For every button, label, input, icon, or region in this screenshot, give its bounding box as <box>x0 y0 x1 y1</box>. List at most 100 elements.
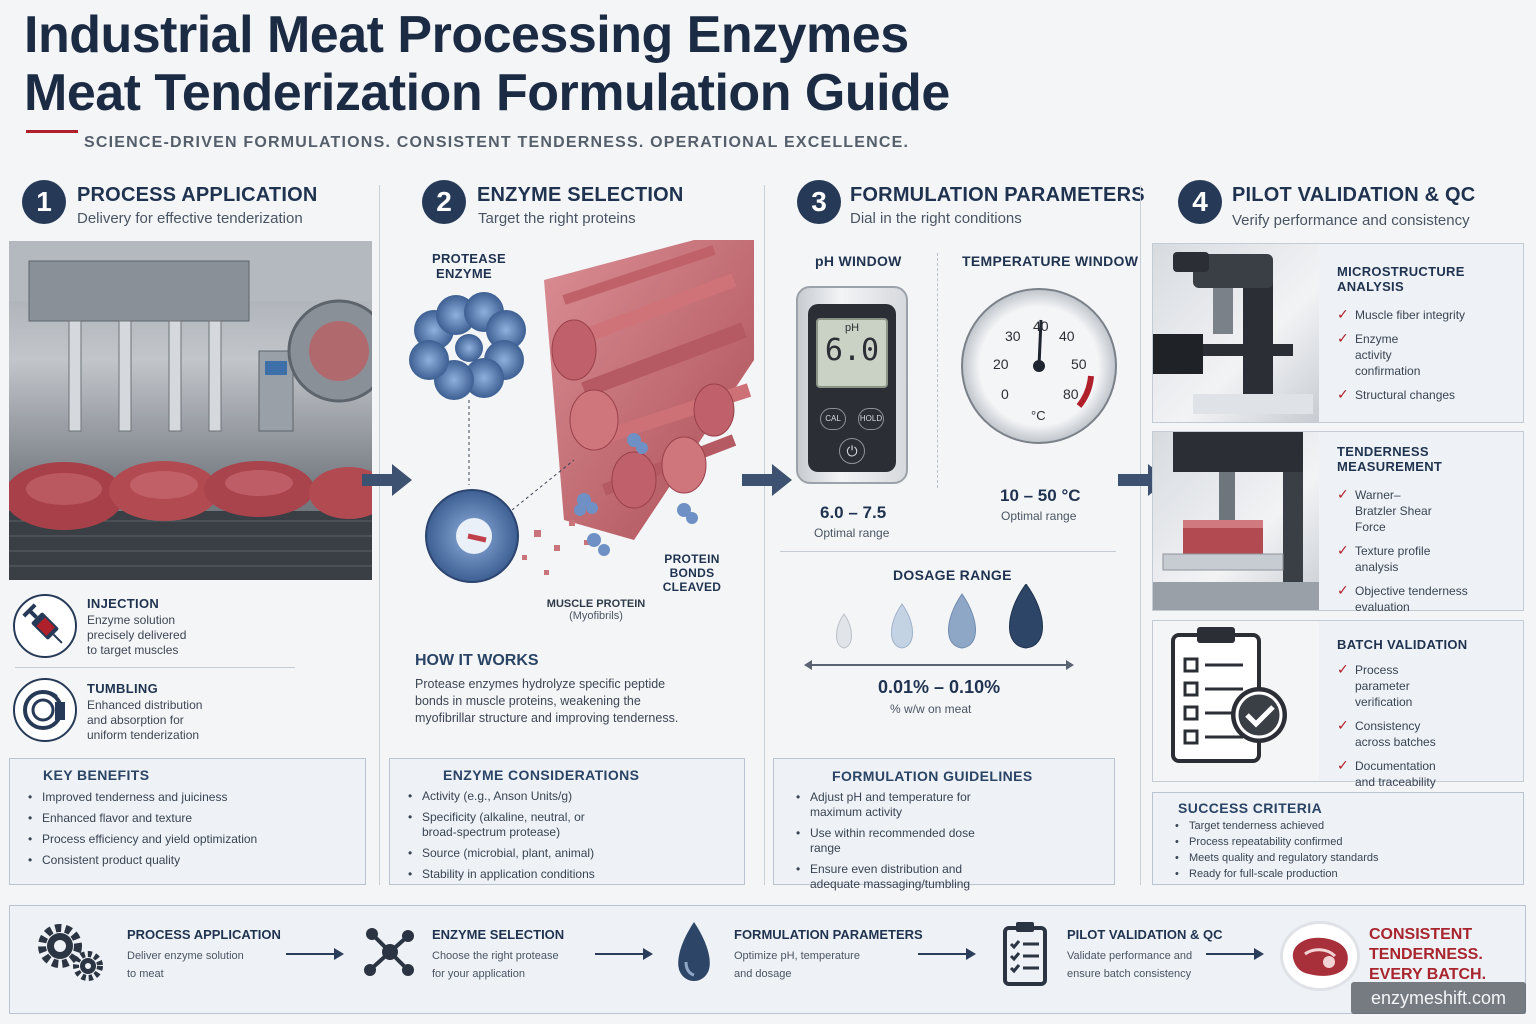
list-item: Specificity (alkaline, neutral, or broad… <box>408 810 608 840</box>
flow-step-title: PILOT VALIDATION & QC <box>1067 927 1223 942</box>
batch-validation-checklist: Process parameter verification Consisten… <box>1337 661 1467 798</box>
injection-machine-image <box>9 241 372 580</box>
step-3-subtitle: Dial in the right conditions <box>850 210 1022 227</box>
list-item: Enhanced flavor and texture <box>28 811 257 826</box>
flow-arrow-icon <box>595 948 653 960</box>
temperature-range-value: 10 – 50 °C <box>1000 486 1081 505</box>
gauge-tick: 80 <box>1063 386 1079 402</box>
batch-validation-card: BATCH VALIDATION Process parameter verif… <box>1152 620 1524 789</box>
list-item: Documentation and traceability <box>1337 757 1437 790</box>
gauge-unit: °C <box>1031 408 1046 423</box>
step-2-subtitle: Target the right proteins <box>478 210 636 227</box>
page-subtitle: SCIENCE-DRIVEN FORMULATIONS. CONSISTENT … <box>84 134 910 151</box>
flow-arrow-icon <box>918 948 976 960</box>
dosage-range-bar <box>804 660 1074 670</box>
tumbling-description: Enhanced distribution and absorption for… <box>87 698 203 742</box>
list-item: Ensure even distribution and adequate ma… <box>796 862 986 892</box>
step-2-badge: 2 <box>422 180 466 224</box>
gauge-tick: 40 <box>1059 328 1075 344</box>
card-title: BATCH VALIDATION <box>1337 637 1468 652</box>
formulation-guidelines-title: FORMULATION GUIDELINES <box>832 768 1033 784</box>
step-3-badge: 3 <box>797 180 841 224</box>
list-item: Process efficiency and yield optimizatio… <box>28 832 257 847</box>
key-benefits-title: KEY BENEFITS <box>43 767 150 783</box>
cal-button[interactable]: CAL <box>820 408 846 430</box>
step-arrow-icon <box>742 462 794 503</box>
flow-step-title: ENZYME SELECTION <box>432 927 565 942</box>
step-4-subtitle: Verify performance and consistency <box>1232 212 1470 229</box>
tumbler-icon <box>13 678 77 742</box>
card-title: MICROSTRUCTURE ANALYSIS <box>1337 264 1465 294</box>
success-criteria-list: Target tenderness achieved Process repea… <box>1175 820 1379 884</box>
temperature-range-label: Optimal range <box>1001 509 1077 523</box>
enzyme-considerations-panel: ENZYME CONSIDERATIONS Activity (e.g., An… <box>389 758 745 885</box>
microstructure-checklist: Muscle fiber integrity Enzyme activity c… <box>1337 306 1507 411</box>
enzyme-illustration <box>394 240 754 640</box>
column-divider <box>379 185 380 885</box>
key-benefits-panel: KEY BENEFITS Improved tenderness and jui… <box>9 758 366 885</box>
step-4-badge: 4 <box>1178 180 1222 224</box>
injection-title: INJECTION <box>87 596 160 611</box>
step-arrow-icon <box>362 462 414 503</box>
step-1-title: PROCESS APPLICATION <box>77 184 318 206</box>
muscle-protein-label: MUSCLE PROTEIN (Myofibrils) <box>546 598 646 622</box>
divider <box>15 667 295 668</box>
how-it-works-text: Protease enzymes hydrolyze specific pept… <box>415 677 679 725</box>
hold-button[interactable]: HOLD <box>858 408 884 430</box>
formulation-guidelines-panel: FORMULATION GUIDELINES Adjust pH and tem… <box>773 758 1115 891</box>
ph-screen-label: pH <box>844 322 860 334</box>
gauge-tick: 20 <box>993 356 1009 372</box>
step-1-badge: 1 <box>22 180 66 224</box>
step-1-subtitle: Delivery for effective tenderization <box>77 210 303 227</box>
gears-icon <box>34 920 108 989</box>
success-criteria-title: SUCCESS CRITERIA <box>1178 800 1323 816</box>
list-item: Target tenderness achieved <box>1175 820 1379 833</box>
success-criteria-panel: SUCCESS CRITERIA Target tenderness achie… <box>1152 792 1524 885</box>
column-divider <box>1140 185 1141 885</box>
tumbling-title: TUMBLING <box>87 681 158 696</box>
ph-meter: pH 6.0 CAL HOLD ⏻ <box>796 286 908 484</box>
temperature-window-title: TEMPERATURE WINDOW <box>962 253 1139 269</box>
power-icon[interactable]: ⏻ <box>839 438 865 464</box>
flow-step-title: FORMULATION PARAMETERS <box>734 927 923 942</box>
shear-tester-icon <box>1153 432 1319 610</box>
list-item: Consistency across batches <box>1337 717 1457 750</box>
ph-range-value: 6.0 – 7.5 <box>820 503 887 522</box>
how-it-works-title: HOW IT WORKS <box>415 652 539 669</box>
microstructure-card: MICROSTRUCTURE ANALYSIS Muscle fiber int… <box>1152 243 1524 423</box>
step-4-title: PILOT VALIDATION & QC <box>1232 184 1476 206</box>
list-item: Adjust pH and temperature for maximum ac… <box>796 790 986 820</box>
card-title: TENDERNESS MEASUREMENT <box>1337 444 1443 474</box>
step-2-title: ENZYME SELECTION <box>477 184 684 206</box>
list-item: Activity (e.g., Anson Units/g) <box>408 789 608 804</box>
ph-reading: 6.0 <box>824 333 880 368</box>
dosage-range-title: DOSAGE RANGE <box>893 567 1012 583</box>
tenderness-card: TENDERNESS MEASUREMENT Warner–Bratzler S… <box>1152 431 1524 614</box>
protease-label: PROTEASE ENZYME <box>432 251 506 281</box>
list-item: Source (microbial, plant, animal) <box>408 846 608 861</box>
list-item: Stability in application conditions <box>408 867 608 882</box>
list-item: Warner–Bratzler Shear Force <box>1337 486 1437 535</box>
list-item: Enzyme activity confirmation <box>1337 330 1427 379</box>
temperature-gauge: 30 40 40 20 50 0 80 °C <box>961 288 1117 444</box>
dosage-drops-icon <box>826 583 1056 654</box>
dosage-range-value: 0.01% – 0.10% <box>878 677 1001 697</box>
divider <box>780 551 1116 552</box>
dosage-unit-label: % w/w on meat <box>890 702 972 716</box>
checklist-clipboard-icon <box>1153 621 1319 781</box>
list-item: Objective tenderness evaluation <box>1337 582 1477 615</box>
clipboard-icon <box>1002 920 1048 991</box>
tenderness-checklist: Warner–Bratzler Shear Force Texture prof… <box>1337 486 1477 623</box>
list-item: Meets quality and regulatory standards <box>1175 852 1379 865</box>
list-item: Process parameter verification <box>1337 661 1447 710</box>
gauge-tick: 30 <box>1005 328 1021 344</box>
title-line-1: Industrial Meat Processing Enzymes <box>24 6 909 64</box>
protein-bonds-label: PROTEIN BONDS CLEAVED <box>662 552 722 594</box>
injection-description: Enzyme solution precisely delivered to t… <box>87 613 187 657</box>
list-item: Muscle fiber integrity <box>1337 306 1507 323</box>
flow-arrow-icon <box>286 948 344 960</box>
page-title: Industrial Meat Processing Enzymes Meat … <box>24 6 950 122</box>
molecule-icon <box>362 924 418 985</box>
